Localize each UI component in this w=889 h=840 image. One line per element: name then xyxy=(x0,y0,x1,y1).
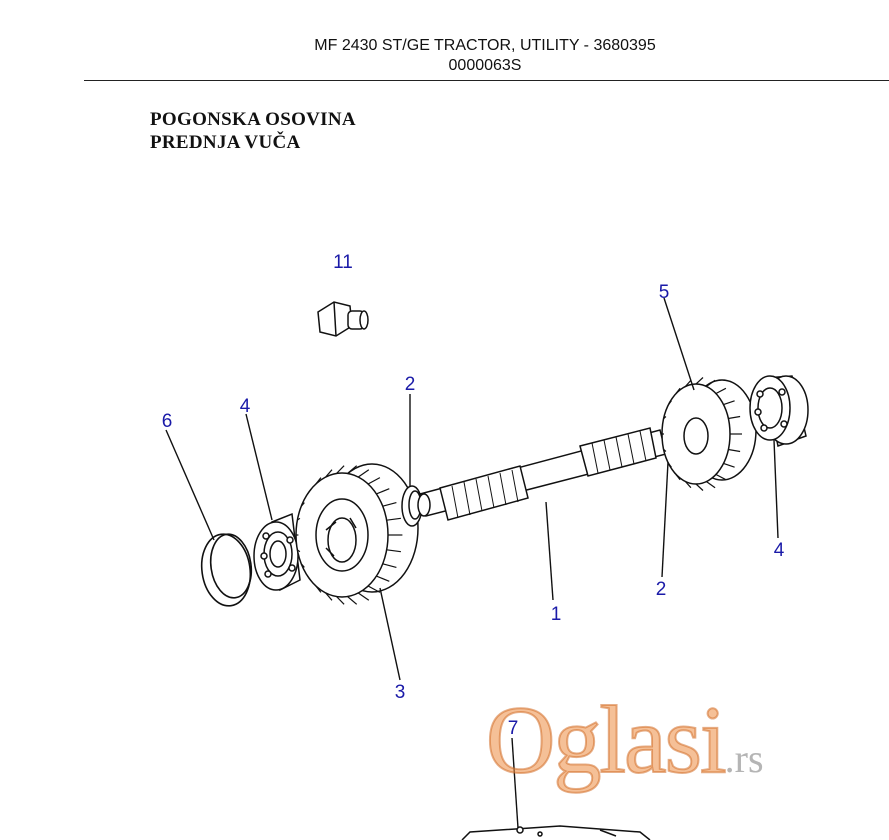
gear-tooth xyxy=(325,592,333,601)
gear-tooth xyxy=(382,502,397,507)
gear-tooth xyxy=(315,477,322,485)
part-4-bearing-left xyxy=(253,512,301,592)
gear-tooth xyxy=(325,469,333,478)
callout-6: 6 xyxy=(162,411,173,432)
gear-tooth xyxy=(663,416,667,419)
gear-tooth xyxy=(695,377,704,385)
section-title-1: POGONSKA OSOVINA xyxy=(150,109,356,130)
gear-tooth xyxy=(715,473,727,481)
part-6-snap-ring xyxy=(200,533,253,607)
gear-tooth xyxy=(336,596,345,605)
part-11-plug-bolt xyxy=(317,301,369,337)
gear-tooth xyxy=(307,575,312,582)
gear-tooth xyxy=(675,474,681,481)
gear-tooth xyxy=(685,481,692,489)
gear-tooth xyxy=(347,465,358,474)
section-titles: POGONSKA OSOVINA PREDNJA VUČA xyxy=(150,108,356,154)
gear-tooth xyxy=(706,481,716,489)
model-title: MF 2430 ST/GE TRACTOR, UTILITY - 3680395 xyxy=(314,37,656,54)
gear-tooth xyxy=(728,415,741,420)
gear-tooth xyxy=(715,387,727,395)
gear-tooth xyxy=(300,502,305,507)
callout-5: 5 xyxy=(659,282,670,303)
callout-7: 7 xyxy=(508,718,519,739)
gear-tooth xyxy=(728,448,741,453)
document-header: MF 2430 ST/GE TRACTOR, UTILITY - 3680395… xyxy=(0,36,889,76)
callout-2-right: 2 xyxy=(656,579,667,600)
gear-tooth xyxy=(668,463,672,468)
callout-4-right: 4 xyxy=(774,540,785,561)
gear-tooth xyxy=(376,575,390,582)
gear-tooth xyxy=(367,585,381,593)
gear-tooth xyxy=(706,379,716,387)
callout-2-left: 2 xyxy=(405,374,416,395)
gear-tooth xyxy=(386,549,401,553)
callout-1: 1 xyxy=(551,604,562,625)
gear-tooth xyxy=(723,400,735,406)
part-4-bearing-right xyxy=(749,375,809,447)
oglasi-watermark-logo: Oglasi.rs xyxy=(485,689,764,809)
part-1-drive-shaft xyxy=(417,427,667,521)
gear-tooth xyxy=(386,517,401,521)
part-7-housing xyxy=(461,825,651,840)
watermark-text: Oglasi xyxy=(485,686,728,793)
gear-tooth xyxy=(336,465,345,474)
gear-tooth xyxy=(357,469,370,478)
part-5-pinion-gear xyxy=(661,377,757,491)
leader-lines xyxy=(165,297,779,829)
document-code: 0000063S xyxy=(448,57,522,74)
callout-4-left: 4 xyxy=(240,396,251,417)
header-divider xyxy=(84,80,889,81)
gear-tooth xyxy=(307,488,312,495)
gear-tooth xyxy=(300,563,305,568)
gear-tooth xyxy=(675,387,681,394)
gear-tooth xyxy=(357,592,370,601)
gear-tooth xyxy=(376,488,390,495)
gear-tooth xyxy=(382,563,397,568)
gear-tooth xyxy=(315,585,322,593)
gear-tooth xyxy=(723,462,735,468)
part-3-drive-gear xyxy=(295,463,419,605)
gear-tooth xyxy=(663,449,667,452)
gear-tooth xyxy=(296,517,301,521)
watermark-suffix: .rs xyxy=(724,736,764,781)
gear-tooth xyxy=(347,596,358,605)
gear-tooth xyxy=(367,477,381,485)
section-title-2: PREDNJA VUČA xyxy=(150,132,301,153)
gear-tooth xyxy=(668,400,672,405)
gear-tooth xyxy=(695,483,704,491)
callout-11: 11 xyxy=(333,252,353,273)
gear-tooth xyxy=(296,549,301,553)
gear-tooth xyxy=(685,379,692,387)
callout-3: 3 xyxy=(395,682,406,703)
